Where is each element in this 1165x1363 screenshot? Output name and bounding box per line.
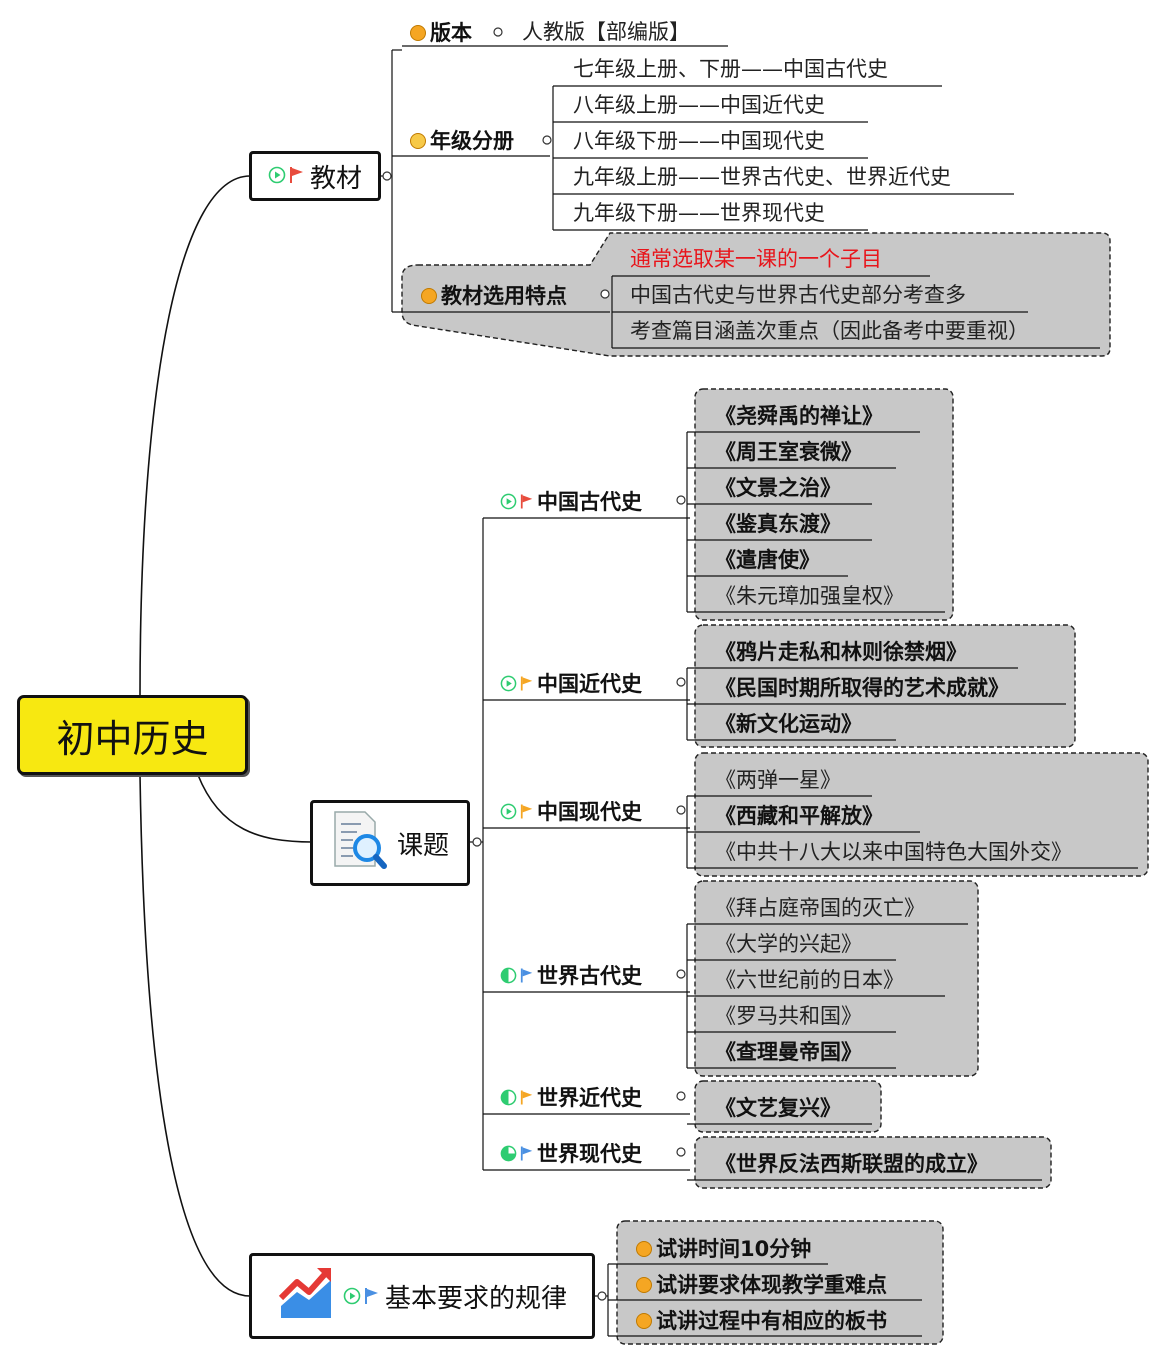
grades-label[interactable]: 年级分册 [410,125,514,155]
rules-node[interactable]: 基本要求的规律 [249,1253,595,1339]
topic-group-label[interactable]: 中国古代史 [500,486,642,516]
emoji-icon [421,288,437,304]
blue-flag-icon [364,1288,378,1304]
grade-item[interactable]: 八年级下册——中国现代史 [573,129,825,153]
topic-item[interactable]: 《两弹一星》 [715,768,841,792]
emoji-icon [410,25,426,41]
blue-flag-icon [520,968,533,982]
blue-flag-icon [520,1146,533,1160]
rule-item[interactable]: 试讲时间10分钟 [636,1233,811,1263]
half-progress-icon [500,1089,517,1105]
textbook-title: 教材 [309,163,362,194]
topic-item[interactable]: 《罗马共和国》 [715,1004,862,1028]
topic-item[interactable]: 《大学的兴起》 [715,932,862,956]
edition-label[interactable]: 版本 [410,17,472,47]
topic-item[interactable]: 《六世纪前的日本》 [715,968,904,992]
play-icon [343,1287,361,1305]
topic-item[interactable]: 《民国时期所取得的艺术成就》 [715,676,1009,700]
textbook-node[interactable]: 教材 [249,151,381,201]
topic-item[interactable]: 《文艺复兴》 [715,1096,841,1120]
topic-item[interactable]: 《西藏和平解放》 [715,804,883,828]
play-icon [500,803,517,819]
topic-item[interactable]: 《中共十八大以来中国特色大国外交》 [715,840,1072,864]
grade-item[interactable]: 八年级上册——中国近代史 [573,93,825,117]
edition-value[interactable]: 人教版【部编版】 [522,20,690,44]
rule-item[interactable]: 试讲要求体现教学重难点 [636,1269,887,1299]
topic-group-label[interactable]: 中国近代史 [500,668,642,698]
root-node[interactable]: 初中历史 [17,695,248,775]
rules-title: 基本要求的规律 [384,1283,567,1314]
topic-group-label[interactable]: 中国现代史 [500,796,642,826]
emoji-icon [636,1313,652,1329]
topic-group-label[interactable]: 世界古代史 [500,960,642,990]
feature-item[interactable]: 考查篇目涵盖次重点（因此备考中要重视） [630,319,1029,343]
topic-item[interactable]: 《朱元璋加强皇权》 [715,584,904,608]
topics-node[interactable]: 课题 [310,800,470,886]
features-label[interactable]: 教材选用特点 [421,280,567,310]
topic-item[interactable]: 《新文化运动》 [715,712,862,736]
grade-item[interactable]: 七年级上册、下册——中国古代史 [573,57,888,81]
topic-item[interactable]: 《鉴真东渡》 [715,512,841,536]
topic-item[interactable]: 《查理曼帝国》 [715,1040,862,1064]
grade-item[interactable]: 九年级下册——世界现代史 [573,201,825,225]
topic-group-label[interactable]: 世界近代史 [500,1082,642,1112]
topic-item[interactable]: 《周王室衰微》 [715,440,862,464]
play-icon [268,161,286,191]
half-progress-icon [500,967,517,983]
three-quarter-progress-icon [500,1145,517,1161]
topics-title: 课题 [396,830,449,861]
play-icon [500,493,517,509]
trend-chart-icon [277,1264,335,1329]
red-flag-icon [520,494,533,508]
root-title: 初中历史 [56,716,209,761]
emoji-icon [636,1241,652,1257]
topic-item[interactable]: 《鸦片走私和林则徐禁烟》 [715,640,967,664]
document-search-icon [331,810,387,877]
smile-icon [410,133,426,149]
orange-flag-icon [520,676,533,690]
orange-flag-icon [520,1090,533,1104]
topic-item[interactable]: 《文景之治》 [715,476,841,500]
topic-item[interactable]: 《拜占庭帝国的灭亡》 [715,896,925,920]
orange-flag-icon [520,804,533,818]
grade-item[interactable]: 九年级上册——世界古代史、世界近代史 [573,165,951,189]
topic-group-label[interactable]: 世界现代史 [500,1138,642,1168]
play-icon [500,675,517,691]
emoji-icon [636,1277,652,1293]
rule-item[interactable]: 试讲过程中有相应的板书 [636,1305,887,1335]
topic-item[interactable]: 《世界反法西斯联盟的成立》 [715,1152,988,1176]
topic-item[interactable]: 《尧舜禹的禅让》 [715,404,883,428]
feature-item-highlight[interactable]: 通常选取某一课的一个子目 [630,247,882,271]
red-flag-icon [289,161,305,191]
feature-item[interactable]: 中国古代史与世界古代史部分考查多 [630,283,966,307]
topic-item[interactable]: 《遣唐使》 [715,548,820,572]
